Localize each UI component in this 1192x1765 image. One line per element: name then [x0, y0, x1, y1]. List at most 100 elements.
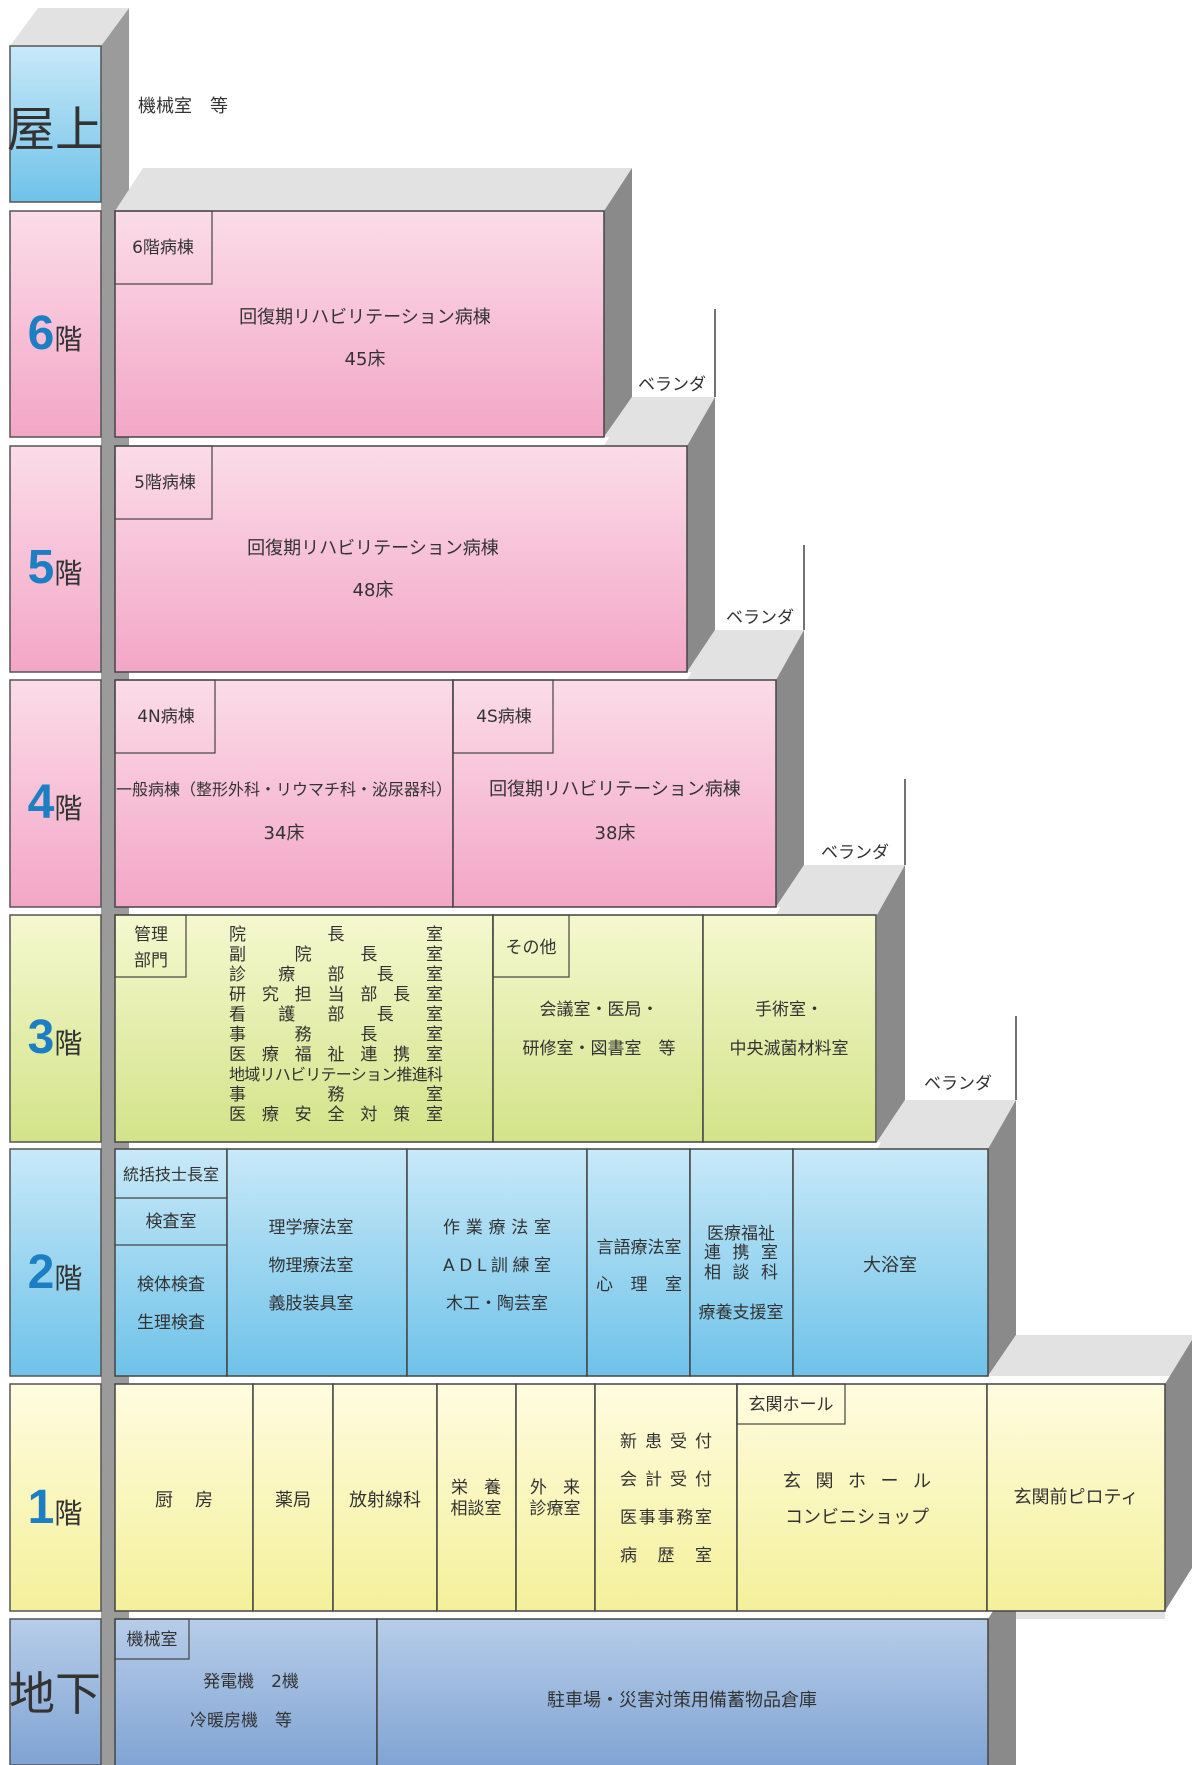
floor6-label: 6階: [28, 307, 83, 360]
nutrition-line2: 相談室: [451, 1499, 502, 1519]
other-tag-box: [492, 914, 570, 978]
generator: 発電機 2機: [203, 1672, 299, 1692]
floor4-label: 4階: [28, 776, 83, 829]
lab-room: 検査室: [146, 1212, 197, 1232]
basement-label: 地下: [9, 1667, 101, 1721]
floor6-plan: 6階病棟 回復期リハビリテーション病棟 45床: [114, 210, 605, 438]
admin-room: 診療部長室: [229, 965, 443, 985]
basement-plan: 機械室 発電機 2機 冷暖房機 等 駐車場・災害対策用備蓄物品倉庫: [114, 1618, 989, 1765]
admin-area: [114, 914, 494, 1143]
basement-slab: [988, 1575, 1016, 1765]
roof-label: 屋上: [7, 102, 103, 158]
ot-area: [406, 1148, 588, 1377]
ward-4s: [452, 679, 777, 908]
kitchen-area: [114, 1383, 254, 1612]
outpatient-area: [515, 1383, 596, 1612]
outpatient-line2: 診療室: [530, 1499, 581, 1519]
entrance-piloti: 玄関前ピロティ: [1014, 1487, 1139, 1508]
floor1-label-box: [9, 1383, 102, 1612]
label-column-top: [10, 8, 129, 46]
floor1-label: 1階: [28, 1481, 83, 1534]
floor1-plan: 厨房 薬局 放射線科 栄養 相談室 外来 診療室 新患受付 会計受付 医事事務室…: [114, 1383, 1166, 1612]
surgery-line2: 中央滅菌材料室: [730, 1039, 849, 1059]
adl-room: ADL訓練室: [443, 1256, 551, 1276]
ward-5f: [114, 445, 688, 673]
physiology-lab: 生理検査: [137, 1313, 205, 1333]
pt-room: 理学療法室: [269, 1218, 354, 1238]
floor3-label: 3階: [28, 1011, 83, 1064]
radiology-area: [332, 1383, 438, 1612]
floor2-label-box: [9, 1148, 102, 1377]
care-support-room: 療養支援室: [699, 1303, 784, 1323]
hall-tag: 玄関ホール: [749, 1395, 834, 1415]
floor5-plan: 5階病棟 回復期リハビリテーション病棟 48床: [114, 445, 688, 673]
welfare-line3: 相談科: [704, 1263, 778, 1283]
other-tag: その他: [506, 938, 557, 958]
ward-beds-6f: 45床: [345, 349, 386, 370]
ward-title-4n: 一般病棟（整形外科・リウマチ科・泌尿器科）: [116, 780, 452, 799]
other-rooms-line1: 会議室・医局・: [540, 1000, 659, 1020]
floor3-plan: 管理 部門 院長室 副院長室 診療部長室 研究担当部長室 看護部長室 事務長室 …: [114, 914, 877, 1143]
floor2-plan: 統括技士長室 検査室 検体検査 生理検査 理学療法室 物理療法室 義肢装具室 作…: [114, 1148, 989, 1377]
admin-tag-line2: 部門: [134, 951, 168, 971]
floor5-label: 5階: [28, 541, 83, 594]
machine-tag-box: [114, 1618, 190, 1660]
pt-area: [226, 1148, 408, 1377]
medical-affairs-office: 医事事務室: [620, 1508, 712, 1528]
bath-area: [792, 1148, 989, 1377]
surgery-line1: 手術室・: [755, 1000, 823, 1020]
ward-tag-4s: 4S病棟: [476, 707, 532, 727]
veranda-label-6f: ベランダ: [638, 375, 706, 395]
basement-label-box: [9, 1618, 102, 1765]
entrance-hall: 玄関ホール: [783, 1471, 931, 1492]
veranda-label-5f: ベランダ: [726, 608, 794, 628]
machine-room-tag: 機械室: [127, 1630, 178, 1650]
piloti-area: [986, 1383, 1166, 1612]
specimen-lab: 検体検査: [137, 1275, 205, 1295]
welfare-line2: 連携室: [704, 1243, 778, 1263]
surgery-area: [702, 914, 877, 1143]
ot-room: 作業療法室: [443, 1218, 551, 1238]
veranda-label-3f: ベランダ: [924, 1074, 992, 1094]
pharmacy: 薬局: [275, 1490, 311, 1511]
floor4-label-box: [9, 679, 102, 908]
large-bath: 大浴室: [863, 1255, 917, 1276]
welfare-line1: 医療福祉: [707, 1224, 775, 1244]
ward-tag-6f: 6階病棟: [132, 238, 194, 258]
ward-tag-box-4n: [114, 679, 216, 754]
craft-room: 木工・陶芸室: [446, 1294, 548, 1314]
hvac: 冷暖房機 等: [190, 1711, 292, 1731]
radiology: 放射線科: [349, 1490, 421, 1511]
prosthetics-room: 義肢装具室: [269, 1294, 354, 1314]
speech-therapy-room: 言語療法室: [597, 1238, 682, 1258]
parking-area: [376, 1618, 989, 1765]
ward-beds-5f: 48床: [353, 580, 394, 601]
other-area: [492, 914, 704, 1143]
floor-label-column: 屋上 6階 5階 4階 3階 2階 1階 地下: [7, 8, 129, 1765]
admin-tag-line1: 管理: [134, 925, 168, 945]
ward-beds-4n: 34床: [264, 823, 305, 844]
ward-title-5f: 回復期リハビリテーション病棟: [247, 538, 499, 559]
convenience-store: コンビニショップ: [785, 1507, 929, 1528]
floor2-label: 2階: [28, 1246, 83, 1299]
head-technologist-room: 統括技士長室: [123, 1165, 219, 1184]
floor3-label-box: [9, 914, 102, 1143]
pharmacy-area: [252, 1383, 334, 1612]
floor4-plan: 4N病棟 4S病棟 一般病棟（整形外科・リウマチ科・泌尿器科） 34床 回復期リ…: [114, 679, 777, 908]
hall-tag-box: [736, 1383, 846, 1425]
welfare-area: [689, 1148, 794, 1377]
records-room: 病歴室: [620, 1546, 712, 1566]
physio-room: 物理療法室: [269, 1256, 354, 1276]
ward-6f: [114, 210, 605, 438]
st-area: [586, 1148, 691, 1377]
floor6-label-box: [9, 210, 102, 438]
admin-room: 地域リハビリテーション推進科: [229, 1065, 443, 1084]
ward-4n: [114, 679, 454, 908]
other-rooms-line2: 研修室・図書室 等: [523, 1039, 676, 1059]
ward-tag-box-6f: [114, 210, 213, 285]
floor5-label-box: [9, 445, 102, 673]
reception-area: [594, 1383, 738, 1612]
ward-tag-box-5f: [114, 445, 213, 520]
nutrition-area: [436, 1383, 517, 1612]
